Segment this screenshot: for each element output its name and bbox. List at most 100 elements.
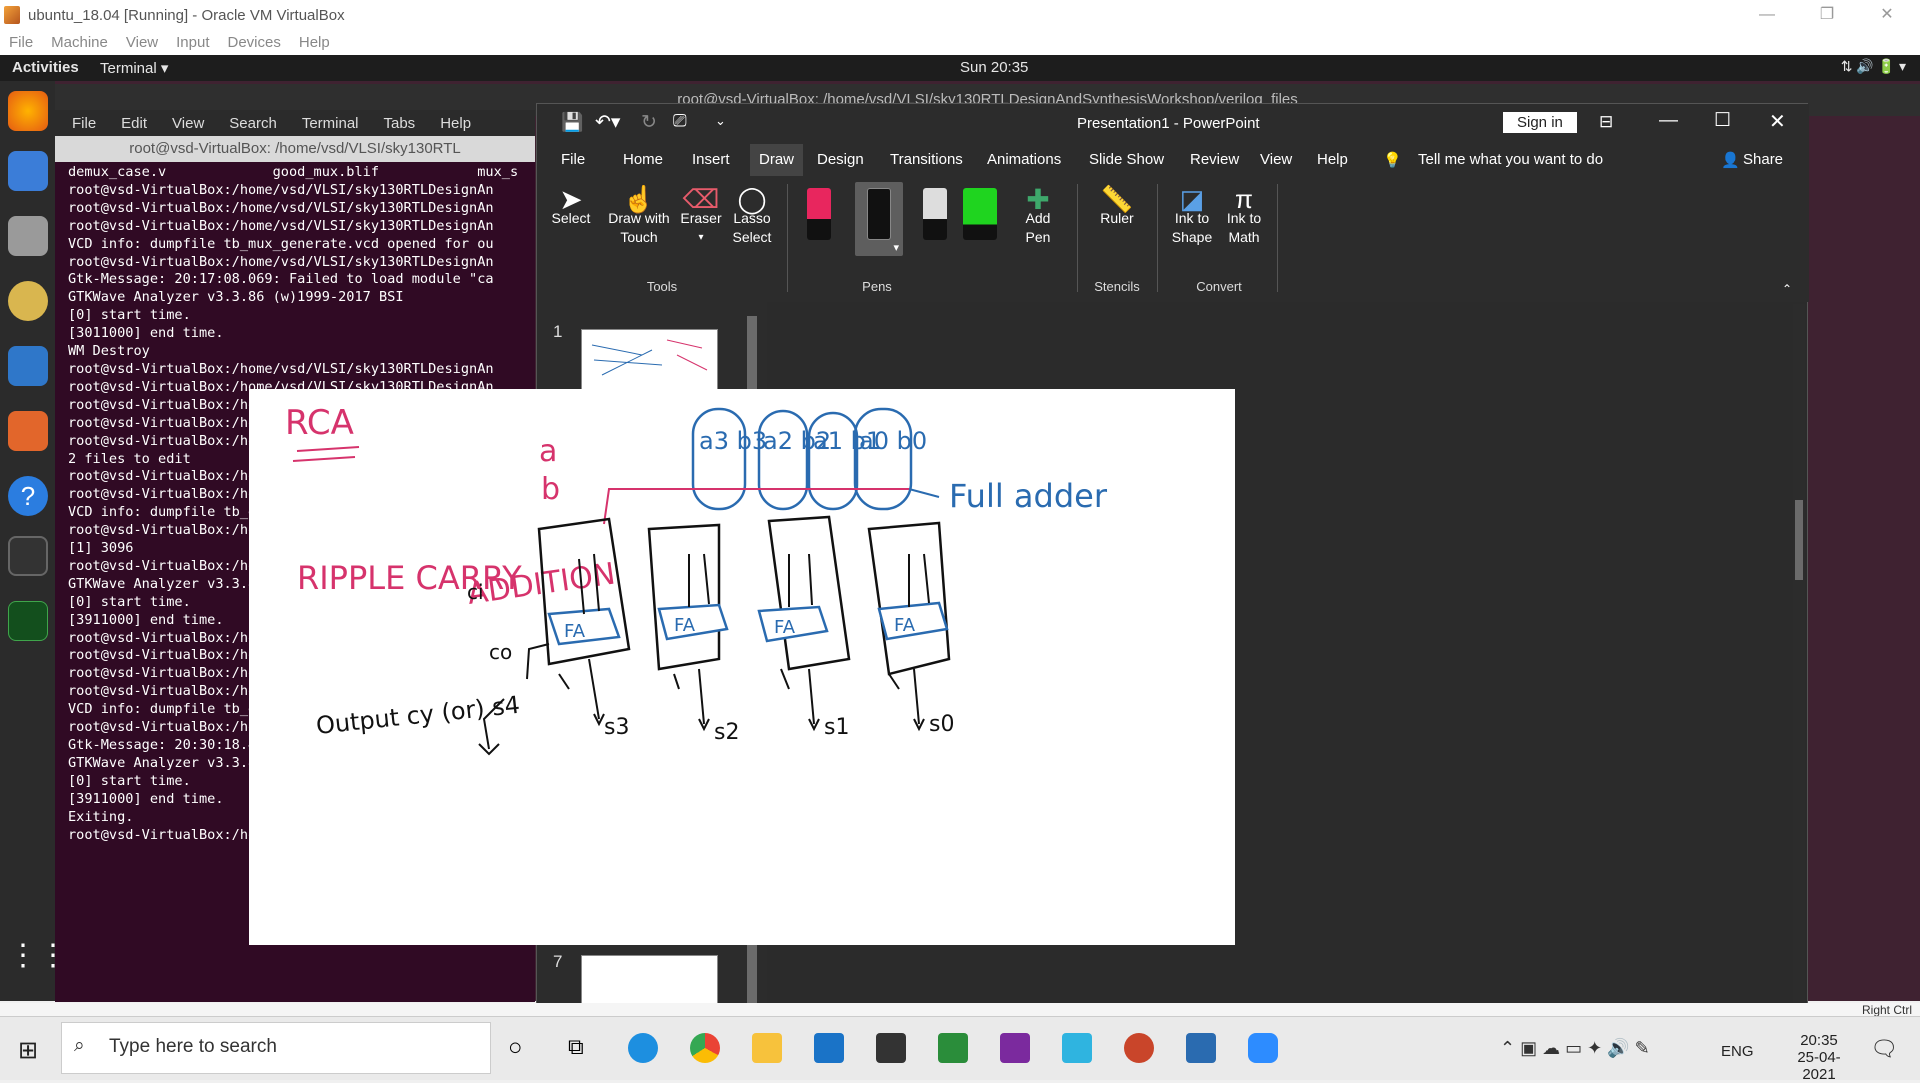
files-icon[interactable] — [8, 216, 48, 256]
redo-icon[interactable]: ↻ — [641, 112, 657, 133]
lasso-select-tool[interactable]: ◯ Lasso Select — [727, 186, 777, 247]
close-icon[interactable]: ✕ — [1880, 6, 1894, 23]
virtualbox-taskbar-icon[interactable] — [1186, 1033, 1216, 1063]
ink-to-math-button[interactable]: π Ink to Math — [1219, 186, 1269, 247]
ribbon-display-icon[interactable]: ⊟ — [1599, 112, 1614, 131]
tab-animations[interactable]: Animations — [987, 151, 1062, 168]
minimize-icon[interactable]: — — [1759, 6, 1775, 23]
tab-file[interactable]: File — [561, 151, 586, 168]
taskbar-search-box[interactable]: ⌕ Type here to search — [61, 1022, 491, 1074]
terminal-line: root@vsd-VirtualBox:/home/vsd/VLSI/sky13… — [68, 253, 494, 270]
task-view-icon[interactable]: ⧉ — [568, 1034, 584, 1059]
pp-maximize-icon[interactable]: ☐ — [1714, 110, 1732, 131]
ink-shape-icon: ◪ — [1179, 184, 1205, 214]
terminal-menu-file[interactable]: File — [72, 114, 97, 132]
windows-start-icon[interactable]: ⊞ — [18, 1037, 39, 1064]
zoom-icon[interactable] — [1248, 1033, 1278, 1063]
language-indicator[interactable]: ENG — [1721, 1043, 1754, 1060]
file-explorer-icon[interactable] — [752, 1033, 782, 1063]
tab-insert[interactable]: Insert — [692, 151, 730, 168]
green-highlighter-icon[interactable] — [963, 188, 997, 240]
gtkwave-icon[interactable] — [8, 601, 48, 641]
pen-dropdown-icon[interactable]: ▾ — [893, 242, 899, 254]
save-icon[interactable]: 💾 — [561, 112, 584, 132]
cortana-icon[interactable]: ○ — [508, 1034, 523, 1061]
tray-icons[interactable]: ⌃ ▣ ☁ ▭ ✦ 🔊 ✎ — [1500, 1038, 1650, 1058]
activities-button[interactable]: Activities — [12, 59, 79, 76]
canvas-scroll-thumb[interactable] — [1795, 500, 1803, 580]
canvas-scrollbar[interactable] — [1793, 304, 1805, 1024]
tab-draw[interactable]: Draw — [750, 144, 804, 176]
tab-help[interactable]: Help — [1317, 151, 1348, 168]
software-icon[interactable] — [8, 411, 48, 451]
vbox-menu-view[interactable]: View — [125, 34, 159, 51]
vbox-menu-devices[interactable]: Devices — [227, 34, 281, 51]
pink-pen-icon[interactable] — [807, 188, 831, 240]
restore-icon[interactable]: ❐ — [1819, 6, 1835, 23]
ruler-button[interactable]: 📏 Ruler — [1092, 184, 1142, 228]
eraser-dropdown-icon[interactable]: ▾ — [698, 232, 704, 243]
firefox-icon[interactable] — [8, 91, 48, 131]
tell-me-box[interactable]: Tell me what you want to do — [1418, 151, 1604, 168]
system-tray-icon[interactable]: ⇅ 🔊 🔋 ▾ — [1840, 58, 1906, 74]
ink-to-shape-button[interactable]: ◪ Ink to Shape — [1167, 184, 1217, 247]
terminal-icon[interactable] — [8, 536, 48, 576]
pp-minimize-icon[interactable]: — — [1659, 110, 1678, 131]
add-pen-button[interactable]: ✚ Add Pen — [1013, 186, 1063, 247]
tab-home[interactable]: Home — [623, 151, 664, 168]
edge-icon[interactable] — [628, 1033, 658, 1063]
draw-with-touch-button[interactable]: ☝ Draw with Touch — [601, 186, 677, 247]
gnome-clock[interactable]: Sun 20:35 — [960, 59, 1029, 76]
rhythmbox-icon[interactable] — [8, 281, 48, 321]
show-apps-icon[interactable]: ⋮⋮ — [8, 939, 68, 972]
vbox-menu-file[interactable]: File — [9, 34, 34, 51]
collapse-ribbon-icon[interactable]: ⌃ — [1782, 282, 1793, 296]
pp-title-text: Presentation1 - PowerPoint — [1077, 115, 1260, 132]
tab-design[interactable]: Design — [817, 151, 864, 168]
ruler-icon: 📏 — [1100, 184, 1134, 214]
terminal-line: Gtk-Message: 20:17:08.069: Failed to loa… — [68, 271, 494, 288]
pp-close-icon[interactable]: ✕ — [1769, 111, 1786, 133]
notification-icon[interactable]: 🗨 — [1870, 1036, 1898, 1061]
app-menu[interactable]: Terminal ▾ — [100, 60, 169, 77]
chrome-icon[interactable] — [690, 1033, 720, 1063]
sign-in-button[interactable]: Sign in — [1503, 112, 1577, 133]
powerpoint-taskbar-icon[interactable] — [1124, 1033, 1154, 1063]
ink-bit-a3b3: a3 b3 — [699, 427, 767, 455]
black-pen-selected[interactable]: ▾ — [855, 182, 903, 256]
onenote-icon[interactable] — [1000, 1033, 1030, 1063]
vbox-menu-input[interactable]: Input — [176, 34, 210, 51]
terminal-menu-view[interactable]: View — [172, 114, 205, 132]
share-button[interactable]: Share — [1743, 151, 1784, 168]
terminal-menu-edit[interactable]: Edit — [121, 114, 148, 132]
whiteboard-icon[interactable] — [1062, 1033, 1092, 1063]
vbox-menu-help[interactable]: Help — [298, 34, 330, 51]
terminal-menu-help[interactable]: Help — [440, 114, 472, 132]
terminal-menu-terminal[interactable]: Terminal — [301, 114, 359, 132]
present-icon[interactable]: ⎚ — [673, 111, 687, 130]
terminal-menu-search[interactable]: Search — [229, 114, 277, 132]
pencil-pen-icon[interactable] — [923, 188, 947, 240]
tab-transitions[interactable]: Transitions — [890, 151, 963, 168]
vbox-menu-machine[interactable]: Machine — [51, 34, 108, 51]
select-tool[interactable]: ➤ Select — [551, 186, 591, 228]
tab-view[interactable]: View — [1260, 151, 1293, 168]
tab-review[interactable]: Review — [1190, 151, 1240, 168]
undo-icon[interactable]: ↶▾ — [595, 112, 621, 133]
customize-toolbar-icon[interactable]: ⌄ — [715, 113, 726, 128]
taskbar-clock[interactable]: 20:35 25-04-2021 — [1784, 1032, 1854, 1083]
slide-canvas[interactable]: RCA a b RIPPLE CARRY ADDITION a3 b3 a2 b… — [249, 389, 1235, 945]
ink-full-adder: Full adder — [949, 477, 1108, 515]
ink-fa-label: FA — [564, 621, 586, 642]
tab-slide-show[interactable]: Slide Show — [1089, 151, 1165, 168]
writer-icon[interactable] — [8, 346, 48, 386]
thunderbird-icon[interactable] — [8, 151, 48, 191]
help-icon[interactable]: ? — [8, 476, 48, 516]
terminal-tab[interactable]: root@vsd-VirtualBox: /home/vsd/VLSI/sky1… — [55, 136, 535, 162]
store-icon[interactable] — [876, 1033, 906, 1063]
excel-like-icon[interactable] — [938, 1033, 968, 1063]
mail-icon[interactable] — [814, 1033, 844, 1063]
eraser-tool[interactable]: ⌫ Eraser ▾ — [677, 186, 725, 247]
share-icon[interactable]: 👤 — [1721, 152, 1740, 169]
terminal-menu-tabs[interactable]: Tabs — [383, 114, 416, 132]
